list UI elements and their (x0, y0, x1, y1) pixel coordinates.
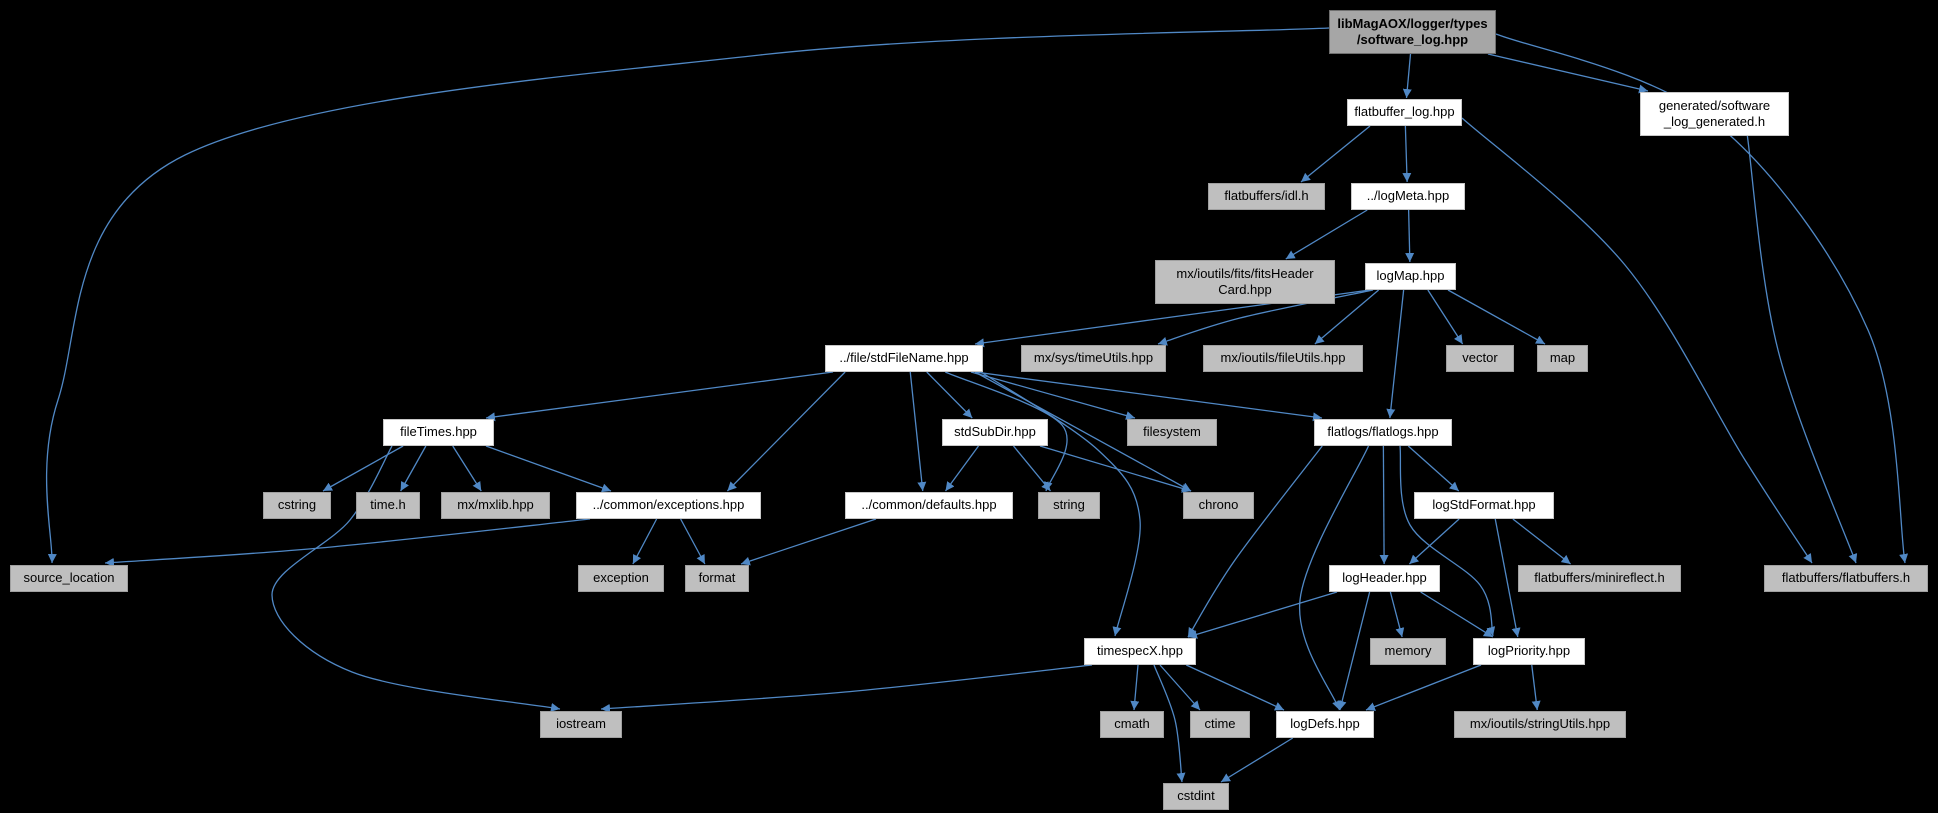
edge-stdFileName-fileTimes (485, 371, 834, 422)
node-vector: vector (1446, 345, 1514, 372)
node-memory: memory (1370, 638, 1446, 665)
node-logMeta[interactable]: ../logMeta.hpp (1351, 183, 1465, 210)
edge-logStdFormat-minireflect (1512, 518, 1572, 565)
node-defaults[interactable]: ../common/defaults.hpp (845, 492, 1013, 519)
edge-flatbuffer_log-logMeta (1402, 125, 1412, 183)
edge-logDefs-cstdint (1220, 737, 1294, 783)
node-time_h: time.h (356, 492, 420, 519)
edge-logPriority-stringUtils (1531, 664, 1541, 711)
node-minireflect: flatbuffers/minireflect.h (1518, 565, 1681, 592)
node-filesystem: filesystem (1127, 419, 1217, 446)
node-format: format (685, 565, 749, 592)
node-fileTimes[interactable]: fileTimes.hpp (383, 419, 494, 446)
node-cstring: cstring (263, 492, 331, 519)
edge-logMap-fileUtils (1314, 289, 1380, 345)
node-timespecX[interactable]: timespecX.hpp (1084, 638, 1196, 665)
edge-fileTimes-cstring (322, 445, 404, 492)
node-logStdFormat[interactable]: logStdFormat.hpp (1414, 492, 1554, 519)
edge-flatlogs-logDefs (1298, 445, 1370, 711)
edge-flatlogs-logPriority (1399, 445, 1496, 637)
node-idl: flatbuffers/idl.h (1208, 183, 1325, 210)
edge-logStdFormat-logPriority (1494, 518, 1521, 638)
node-flatbuffer_log[interactable]: flatbuffer_log.hpp (1347, 99, 1462, 126)
edge-fileTimes-exceptions (485, 445, 612, 493)
edge-logMap-flatlogs (1386, 289, 1405, 419)
edge-logPriority-logDefs (1365, 664, 1482, 711)
edge-flatbuffer_log-idl (1300, 125, 1371, 183)
edge-exceptions-format (680, 518, 706, 565)
edge-stdSubDir-string (1012, 445, 1052, 492)
edge-stdFileName-chrono (974, 371, 1192, 492)
node-source_location: source_location (10, 565, 128, 592)
edge-logHeader-memory (1389, 591, 1405, 638)
edge-logHeader-logPriority (1420, 591, 1494, 638)
edge-logMap-timeUtils (1157, 289, 1374, 346)
edge-logMeta-logMap (1405, 209, 1415, 263)
edge-logHeader-logDefs (1337, 591, 1371, 711)
node-generated[interactable]: generated/software _log_generated.h (1640, 92, 1789, 136)
node-logPriority[interactable]: logPriority.hpp (1473, 638, 1585, 665)
edge-generated-flatbuffers_h (1746, 135, 1858, 564)
edge-software_log-flatbuffers_h (1495, 33, 1909, 564)
edge-stdFileName-string (944, 371, 1068, 492)
edge-stdSubDir-defaults (944, 445, 980, 492)
node-chrono: chrono (1183, 492, 1254, 519)
edge-stdFileName-filesystem (970, 371, 1136, 420)
edge-fileTimes-time_h (400, 445, 427, 492)
edge-stdFileName-stdSubDir (926, 371, 973, 419)
node-stdFileName[interactable]: ../file/stdFileName.hpp (825, 345, 983, 372)
node-ctime: ctime (1190, 711, 1250, 738)
node-iostream: iostream (540, 711, 622, 738)
edge-logMap-vector (1427, 289, 1464, 345)
edge-exceptions-exception (632, 518, 658, 565)
node-fileUtils: mx/ioutils/fileUtils.hpp (1203, 345, 1363, 372)
edge-logMeta-fitsHeaderCard (1285, 209, 1368, 260)
edge-stdFileName-defaults (909, 371, 927, 492)
edge-software_log-generated (1487, 53, 1649, 94)
node-logDefs[interactable]: logDefs.hpp (1276, 711, 1374, 738)
edge-timespecX-ctime (1159, 664, 1201, 711)
node-stdSubDir[interactable]: stdSubDir.hpp (942, 419, 1048, 446)
edge-flatlogs-timespecX (1187, 445, 1323, 638)
edge-software_log-flatbuffer_log (1402, 53, 1412, 99)
edge-flatbuffer_log-flatbuffers_h (1461, 117, 1813, 564)
edge-flatlogs-logHeader (1379, 445, 1389, 565)
node-timeUtils: mx/sys/timeUtils.hpp (1021, 345, 1166, 372)
node-stringUtils: mx/ioutils/stringUtils.hpp (1454, 711, 1626, 738)
edge-stdFileName-exceptions (726, 371, 846, 492)
edge-exceptions-source_location (104, 518, 591, 567)
edge-stdFileName-flatlogs (974, 371, 1323, 422)
node-flatbuffers_h: flatbuffers/flatbuffers.h (1764, 565, 1928, 592)
node-logMap[interactable]: logMap.hpp (1365, 263, 1456, 290)
edge-flatlogs-logStdFormat (1407, 445, 1460, 492)
node-cstdint: cstdint (1163, 783, 1229, 810)
node-fitsHeaderCard: mx/ioutils/fits/fitsHeader Card.hpp (1155, 260, 1335, 304)
node-mxlib: mx/mxlib.hpp (441, 492, 550, 519)
edge-timespecX-iostream (600, 664, 1093, 713)
edge-timespecX-cstdint (1153, 664, 1186, 783)
edge-timespecX-cmath (1130, 664, 1140, 711)
edge-logHeader-timespecX (1187, 591, 1338, 639)
edge-software_log-source_location (45, 27, 1330, 564)
edge-stdSubDir-chrono (1039, 445, 1192, 493)
node-exceptions[interactable]: ../common/exceptions.hpp (576, 492, 761, 519)
edge-stdFileName-timespecX (980, 371, 1141, 637)
edge-fileTimes-iostream (271, 445, 561, 712)
node-map: map (1537, 345, 1588, 372)
edge-defaults-format (740, 518, 877, 566)
node-exception: exception (578, 565, 664, 592)
node-logHeader[interactable]: logHeader.hpp (1329, 565, 1440, 592)
edge-timespecX-logDefs (1185, 664, 1285, 711)
edge-logStdFormat-logHeader (1408, 518, 1460, 565)
node-string: string (1038, 492, 1100, 519)
node-flatlogs[interactable]: flatlogs/flatlogs.hpp (1314, 419, 1452, 446)
edge-fileTimes-mxlib (452, 445, 482, 492)
edge-logMap-map (1447, 289, 1546, 345)
node-cmath: cmath (1100, 711, 1164, 738)
node-software_log: libMagAOX/logger/types /software_log.hpp (1329, 10, 1496, 54)
